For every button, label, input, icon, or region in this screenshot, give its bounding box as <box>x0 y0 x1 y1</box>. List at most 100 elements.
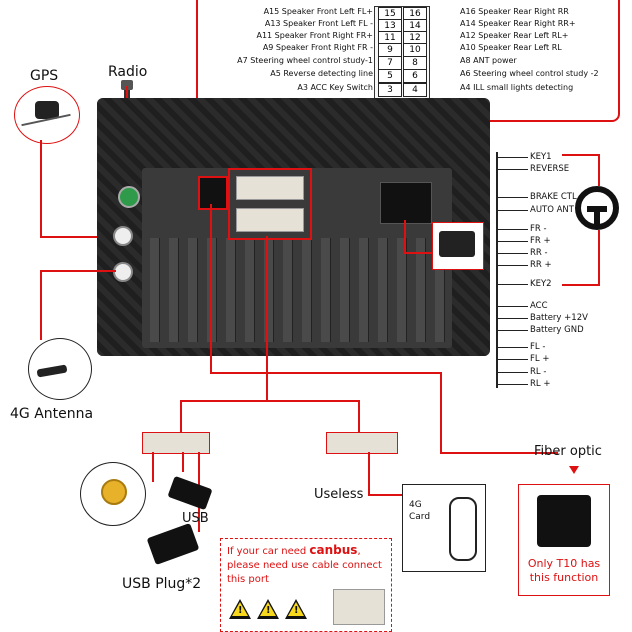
wire-tick <box>498 169 528 170</box>
wire-label: Battery GND <box>530 325 584 335</box>
4g-card-label: 4G Card <box>409 500 431 522</box>
iso-connector-slot <box>380 182 432 224</box>
heatsink-fin <box>397 238 407 342</box>
heatsink-fin <box>302 238 312 342</box>
gps-antenna-icon <box>14 86 80 144</box>
wire-label: REVERSE <box>530 164 570 174</box>
wire-label: AUTO ANT <box>530 205 574 215</box>
main-connector-group <box>228 168 312 240</box>
split-left <box>180 400 182 432</box>
connector-upper <box>236 176 304 200</box>
harness-plug-icon <box>432 222 484 270</box>
wire-label: FR - <box>530 224 547 234</box>
wire-tick <box>498 157 528 158</box>
canbus-notice-post: , please need use cable connect this por… <box>227 546 382 585</box>
pin-label-right: A14 Speaker Rear Right RR+ <box>460 19 576 28</box>
pin-number: 5 <box>378 69 402 83</box>
pin-number: 9 <box>378 43 402 57</box>
gps-line-vertical <box>40 140 42 236</box>
pin-number: 7 <box>378 56 402 70</box>
pin-label-left: A9 Speaker Front Right FR - <box>262 43 373 52</box>
canbus-port-icon <box>333 589 385 625</box>
pin-label-right: A8 ANT power <box>460 56 517 65</box>
useless-line-h <box>368 494 402 496</box>
gps-line-horizontal <box>40 236 116 238</box>
radio-label: Radio <box>108 64 148 80</box>
heatsink-fin <box>188 238 198 342</box>
wire-tick <box>498 372 528 373</box>
wire-label: BRAKE CTL <box>530 192 577 202</box>
pin-label-left: A15 Speaker Front Left FL+ <box>263 7 373 16</box>
bottom-split-line <box>180 400 360 402</box>
only-t10-label: Only T10 has this function <box>527 557 601 584</box>
useless-label: Useless <box>314 487 364 502</box>
4g-cable-icon <box>449 497 477 561</box>
wire-label: KEY2 <box>530 279 552 289</box>
4g-antenna-port-icon <box>113 262 133 282</box>
wire-tick <box>498 253 528 254</box>
wire-tick <box>498 359 528 360</box>
wire-tick <box>498 197 528 198</box>
camera-cable-icon <box>80 462 146 526</box>
fiber-line-2 <box>440 372 442 452</box>
canbus-notice-pre: If your car need <box>227 546 310 557</box>
wire-tick <box>498 330 528 331</box>
heatsink-fin <box>264 238 274 342</box>
heatsink-fin <box>435 238 445 342</box>
gps-label: GPS <box>30 68 59 84</box>
fiber-port-image <box>537 495 591 547</box>
usb-line-2 <box>182 452 184 472</box>
heatsink-fin <box>150 238 160 342</box>
fiber-arrow-icon <box>569 466 579 474</box>
wire-label: FL + <box>530 354 550 364</box>
pin-label-right: A12 Speaker Rear Left RL+ <box>460 31 569 40</box>
pin-label-right: A6 Steering wheel control study -2 <box>460 69 599 78</box>
usb-plug-2-icon <box>146 522 200 566</box>
heatsink-fin <box>340 238 350 342</box>
usb-plug-label: USB Plug*2 <box>122 576 202 592</box>
pin-number: 4 <box>403 83 427 97</box>
fiber-horizontal-line <box>210 372 440 374</box>
fiber-optic-box: Only T10 has this function <box>518 484 610 596</box>
wire-label: RR - <box>530 248 548 258</box>
wire-label: FR + <box>530 236 551 246</box>
wire-label: FL - <box>530 342 546 352</box>
wire-label: RR + <box>530 260 552 270</box>
gps-port-icon <box>113 226 133 246</box>
canbus-notice-text: If your car need canbus, please need use… <box>227 543 387 587</box>
4g-antenna-label: 4G Antenna <box>10 406 94 422</box>
heatsink-fin <box>416 238 426 342</box>
canbus-notice: If your car need canbus, please need use… <box>220 538 392 632</box>
iso-red-lead-h <box>404 252 432 254</box>
pin-label-right: A10 Speaker Rear Left RL <box>460 43 562 52</box>
usb-connector <box>142 432 210 454</box>
heatsink-fin <box>226 238 236 342</box>
4g-antenna-icon <box>28 338 92 400</box>
pin-number: 11 <box>378 31 402 45</box>
wire-tick <box>498 318 528 319</box>
fiber-optic-label: Fiber optic <box>534 444 602 459</box>
wire-label: Battery +12V <box>530 313 588 323</box>
pin-number: 3 <box>378 83 402 97</box>
canbus-notice-word: canbus <box>309 543 358 557</box>
wire-tick <box>498 229 528 230</box>
useless-line <box>368 452 370 496</box>
fiber-optic-port-icon <box>198 176 228 210</box>
4g-card-box: 4G Card <box>402 484 486 572</box>
pin-label-left: A3 ACC Key Switch <box>297 83 373 92</box>
key2-line-v <box>598 230 600 286</box>
pin-number: 6 <box>403 69 427 83</box>
key1-line-v <box>598 154 600 186</box>
usb-label: USB <box>182 511 209 526</box>
pin-label-left: A13 Speaker Front Left FL - <box>264 19 373 28</box>
usb-line-1 <box>152 452 154 482</box>
4g-line-horizontal <box>40 270 116 272</box>
wire-label: ACC <box>530 301 548 311</box>
wire-tick <box>498 210 528 211</box>
wire-tick <box>498 306 528 307</box>
pin-label-left: A7 Steering wheel control study-1 <box>237 56 373 65</box>
fiber-line-3 <box>440 452 558 454</box>
4g-line-vertical <box>40 270 42 340</box>
split-right <box>358 400 360 432</box>
wire-tick <box>498 384 528 385</box>
